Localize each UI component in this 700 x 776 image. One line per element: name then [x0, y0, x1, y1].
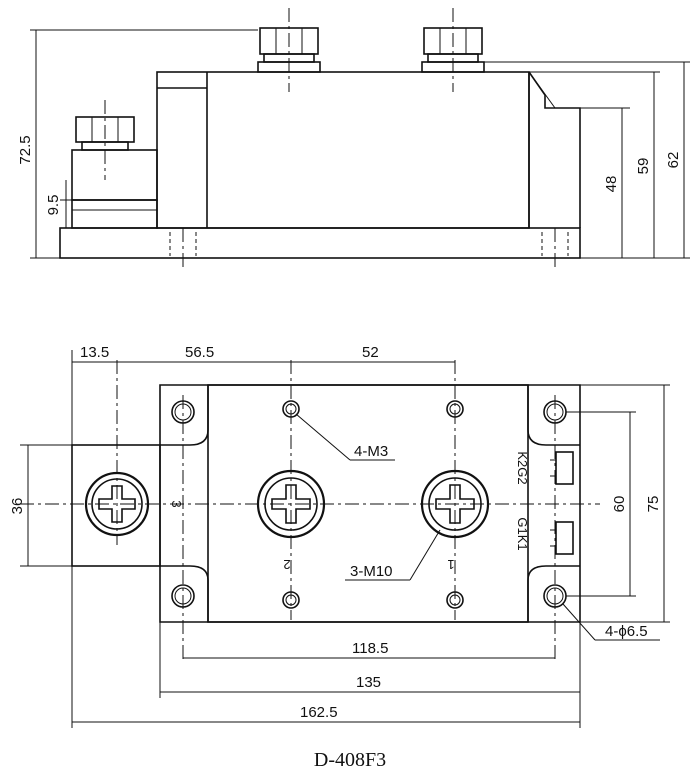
left-terminal-block — [71, 149, 158, 201]
cross-screw-icon — [435, 484, 475, 524]
dim-52: 52 — [362, 344, 379, 361]
main-body — [156, 71, 530, 229]
cross-screw-icon — [271, 484, 311, 524]
cross-screw-icon — [98, 485, 136, 523]
dim-60: 60 — [611, 496, 628, 513]
dim-75: 75 — [645, 496, 662, 513]
dim-62: 62 — [665, 152, 682, 169]
model-caption: D-408F3 — [314, 749, 386, 771]
callout-4-hole: 4-ϕ6.5 — [605, 623, 648, 640]
base-plate — [59, 227, 581, 259]
terminal-label-3: 3 — [169, 500, 184, 507]
terminal-label-2: 2 — [283, 557, 290, 572]
left-terminal-block-top — [71, 444, 161, 567]
right-bevel — [528, 71, 581, 228]
dim-59: 59 — [635, 158, 652, 175]
dim-72-5: 72.5 — [17, 135, 34, 164]
gate-label-k2g2: K2G2 — [515, 451, 530, 484]
dim-56-5: 56.5 — [185, 344, 214, 361]
dim-36: 36 — [9, 498, 26, 515]
side-view: 72.5 9.5 48 59 62 — [17, 8, 690, 268]
dim-118-5: 118.5 — [352, 640, 388, 657]
dim-9-5: 9.5 — [45, 195, 62, 216]
dim-135: 135 — [356, 674, 381, 691]
dim-48: 48 — [603, 176, 620, 193]
top-view: 3 2 1 K2G2 G1K1 4-M3 3-M10 4-ϕ6.5 13.5 5… — [9, 344, 670, 728]
callout-3-m10: 3-M10 — [350, 563, 393, 580]
gate-label-g1k1: G1K1 — [515, 517, 530, 550]
callout-4-m3: 4-M3 — [354, 443, 388, 460]
dim-13-5: 13.5 — [80, 344, 109, 361]
gate-terminals — [550, 451, 574, 555]
terminal-label-1: 1 — [447, 557, 454, 572]
dim-162-5: 162.5 — [300, 704, 338, 721]
